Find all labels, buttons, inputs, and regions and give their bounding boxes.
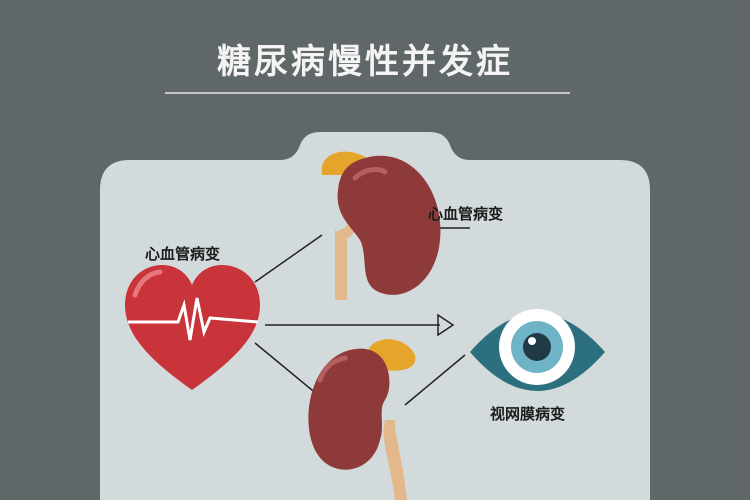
label-kidney-top: 心血管病变: [428, 205, 504, 223]
kidney-icon: [321, 151, 441, 300]
kidney-icon: [308, 339, 416, 500]
panel: [100, 132, 650, 500]
connector-lines: [254, 227, 470, 406]
label-heart: 心血管病变: [145, 245, 221, 263]
label-eye: 视网膜病变: [490, 405, 566, 423]
heart-icon: [125, 265, 260, 390]
eye-icon: [470, 309, 605, 391]
page-title: 糖尿病慢性并发症: [217, 42, 513, 82]
